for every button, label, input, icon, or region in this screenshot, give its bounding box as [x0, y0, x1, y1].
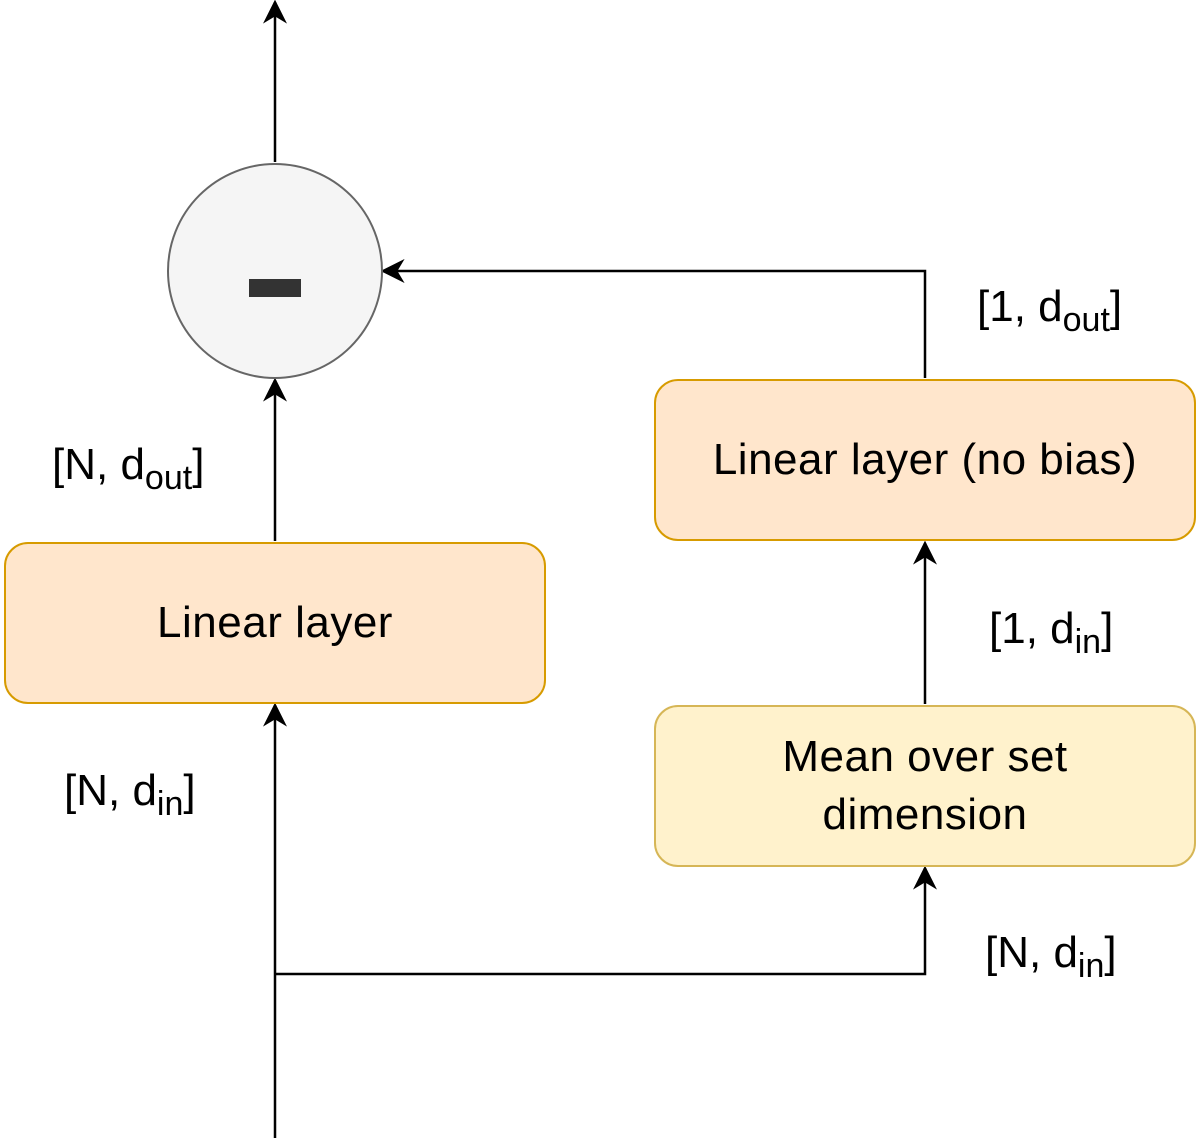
linear-layer-no-bias-node: Linear layer (no bias): [654, 379, 1196, 541]
linear-layer-no-bias-label: Linear layer (no bias): [712, 435, 1138, 484]
mean-over-set-label-line1: Mean over set: [782, 732, 1068, 781]
minus-icon: [249, 279, 301, 297]
linear-layer-label: Linear layer: [157, 598, 393, 647]
label-left-output-shape: [N, dout]: [52, 440, 205, 497]
label-right-input-shape: [N, din]: [985, 928, 1117, 985]
label-right-output-shape: [1, dout]: [977, 282, 1123, 339]
label-left-input-shape: [N, din]: [64, 766, 196, 823]
minus-operator-node: [167, 163, 383, 379]
mean-over-set-label-line2: dimension: [822, 790, 1028, 839]
mean-over-set-node: Mean over set dimension: [654, 705, 1196, 867]
label-mean-output-shape: [1, din]: [989, 604, 1114, 661]
edge-linear-nobias-to-minus: [380, 259, 927, 378]
edge-input-to-mean: [275, 865, 937, 976]
linear-layer-node: Linear layer: [4, 542, 546, 704]
